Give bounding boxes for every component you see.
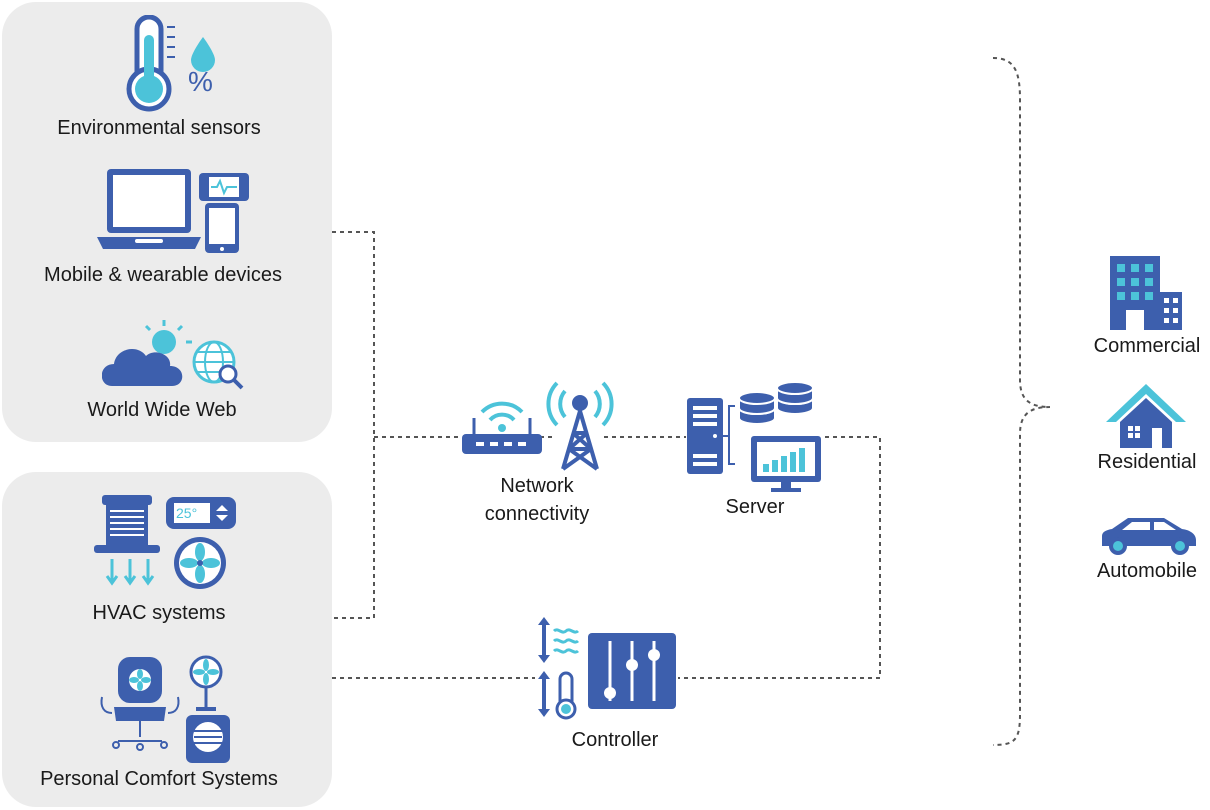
environmental-sensors-label: Environmental sensors <box>57 117 261 139</box>
hvac-unit-thermostat-fan-icon <box>94 495 236 589</box>
laptop-wearable-phone-icon <box>97 169 249 253</box>
residential-label: Residential <box>1097 451 1197 473</box>
cell-tower-icon <box>546 381 614 471</box>
comfort-systems-panel <box>2 472 332 807</box>
thermostat-display: 25° <box>176 505 198 521</box>
world-wide-web-label: World Wide Web <box>87 399 237 421</box>
hvac-systems-label: HVAC systems <box>92 602 226 624</box>
server-database-monitor-icon <box>687 381 821 492</box>
controller-label: Controller <box>571 729 659 751</box>
commercial-building-icon <box>1110 256 1182 330</box>
server-label: Server <box>725 496 785 518</box>
connector-server-to-controller <box>678 436 881 679</box>
mobile-wearable-label: Mobile & wearable devices <box>44 264 282 286</box>
residential-house-icon <box>1106 384 1186 448</box>
controller-sliders-icon <box>538 617 676 720</box>
cloud-sun-globe-icon <box>102 320 244 390</box>
application-bracket <box>992 57 1051 746</box>
wifi-router-icon <box>462 401 542 454</box>
thermometer-humidity-icon <box>126 15 215 112</box>
commercial-label: Commercial <box>1093 335 1201 357</box>
chair-fan-heater-icon <box>100 655 230 763</box>
network-connectivity-label-line1: Network <box>500 475 574 497</box>
automobile-label: Automobile <box>1096 560 1198 582</box>
automobile-car-icon <box>1102 518 1196 555</box>
network-connectivity-label-line2: connectivity <box>484 503 590 525</box>
humidity-percent-symbol: % <box>188 66 213 97</box>
personal-comfort-systems-label: Personal Comfort Systems <box>40 768 278 790</box>
top-group-connector <box>332 231 375 619</box>
